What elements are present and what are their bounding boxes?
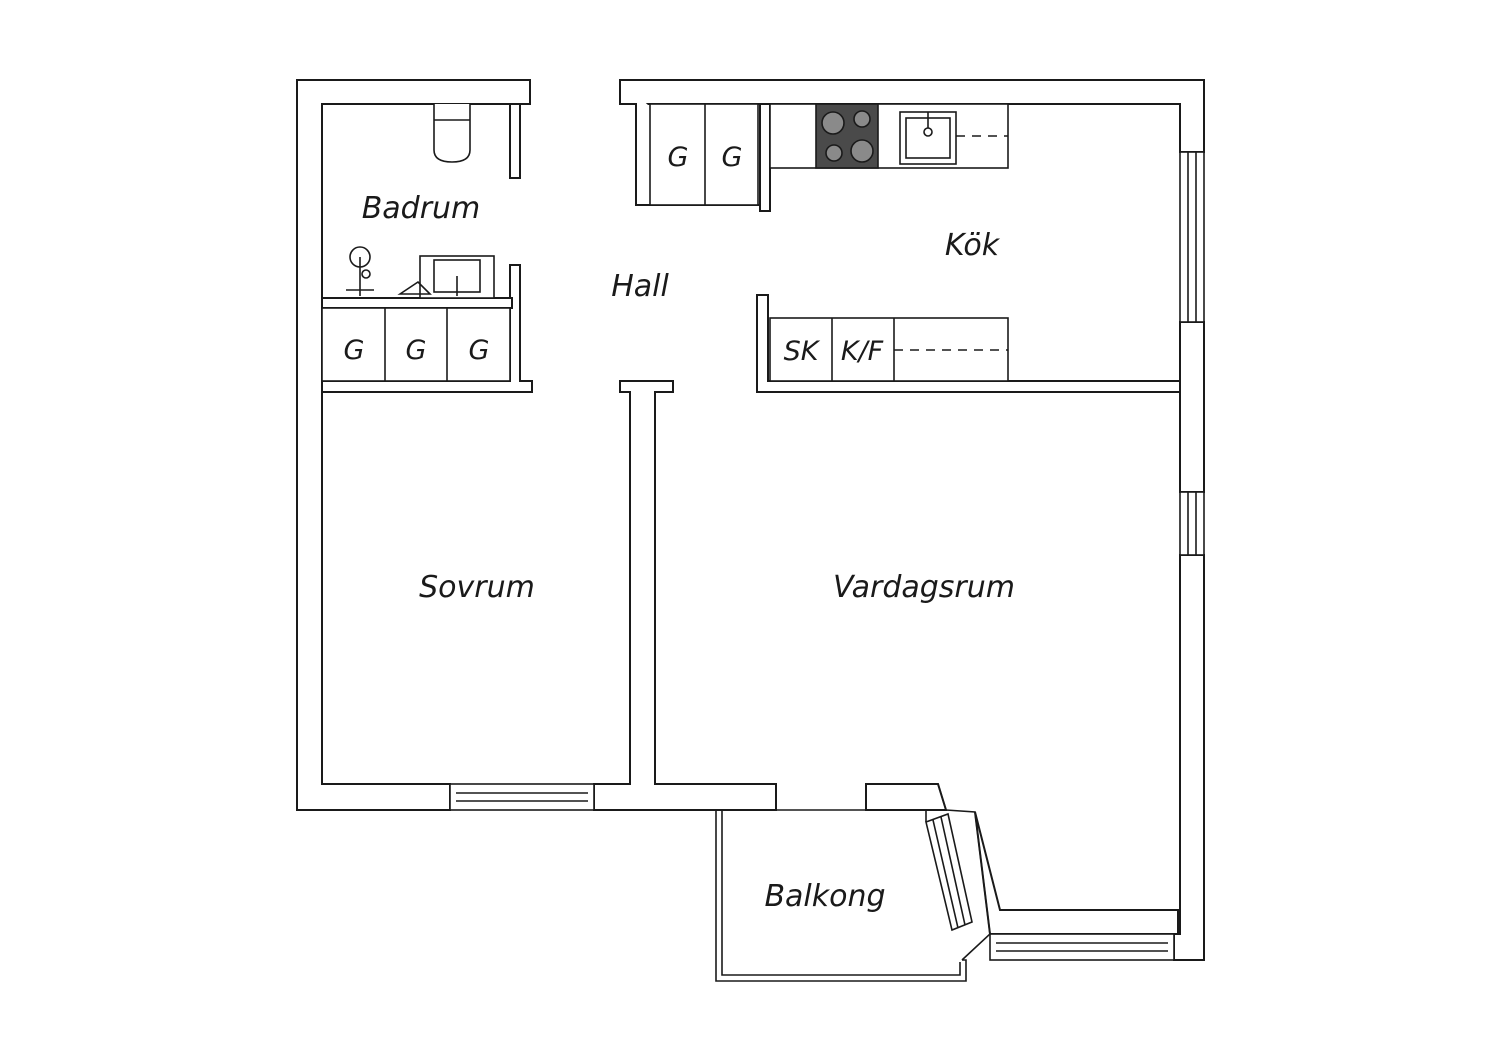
- freezer-label: SK: [784, 336, 821, 367]
- wardrobe-label: G: [668, 142, 689, 173]
- entry-wardrobes: G G: [649, 103, 759, 206]
- window-bay-diagonal: [925, 783, 991, 961]
- window-bedroom: [449, 783, 595, 811]
- wardrobe-label: G: [722, 142, 743, 173]
- walls: [296, 79, 1205, 961]
- sink-icon: [397, 255, 495, 299]
- bathroom-fixtures: [346, 104, 495, 299]
- outer-wall-east-middle: [1179, 321, 1205, 493]
- room-label-kok: Kök: [945, 228, 1001, 263]
- outer-wall-south-east: [865, 783, 948, 811]
- kitchen-sink-icon: [899, 111, 957, 165]
- window-living-east: [1179, 491, 1205, 556]
- windows: [449, 151, 1205, 961]
- room-label-vardagsrum: Vardagsrum: [833, 570, 1015, 605]
- window-bay-south: [989, 933, 1175, 961]
- fridge-freezer-label: K/F: [841, 336, 884, 367]
- room-label-hall: Hall: [611, 269, 669, 304]
- kitchen-wall-lower: [756, 294, 1181, 393]
- room-label-sovrum: Sovrum: [419, 570, 535, 605]
- wardrobe-label: G: [469, 335, 490, 366]
- outer-wall-south-middle: [593, 380, 777, 811]
- room-labels: Badrum Hall Kök Sovrum Vardagsrum Balkon…: [362, 191, 1015, 914]
- kitchen-counter-top: [769, 103, 1009, 169]
- wardrobe-label: G: [406, 335, 427, 366]
- room-label-badrum: Badrum: [362, 191, 481, 226]
- room-label-balkong: Balkong: [764, 879, 885, 914]
- balcony: [715, 809, 967, 982]
- wardrobe-label: G: [344, 335, 365, 366]
- stove-icon: [815, 103, 879, 169]
- window-kitchen: [1179, 151, 1205, 323]
- kitchen-counter-bottom: SK K/F: [769, 317, 1009, 382]
- hall-wardrobes: G G G: [321, 307, 511, 382]
- bathroom-wall-upper: [509, 80, 531, 179]
- bay-wall-south: [974, 811, 1179, 935]
- toilet-icon: [433, 104, 471, 163]
- bathroom-partition: [321, 297, 513, 309]
- outer-wall-west: [296, 79, 531, 811]
- shower-icon: [346, 246, 374, 296]
- outer-wall-east-lower: [1173, 554, 1205, 961]
